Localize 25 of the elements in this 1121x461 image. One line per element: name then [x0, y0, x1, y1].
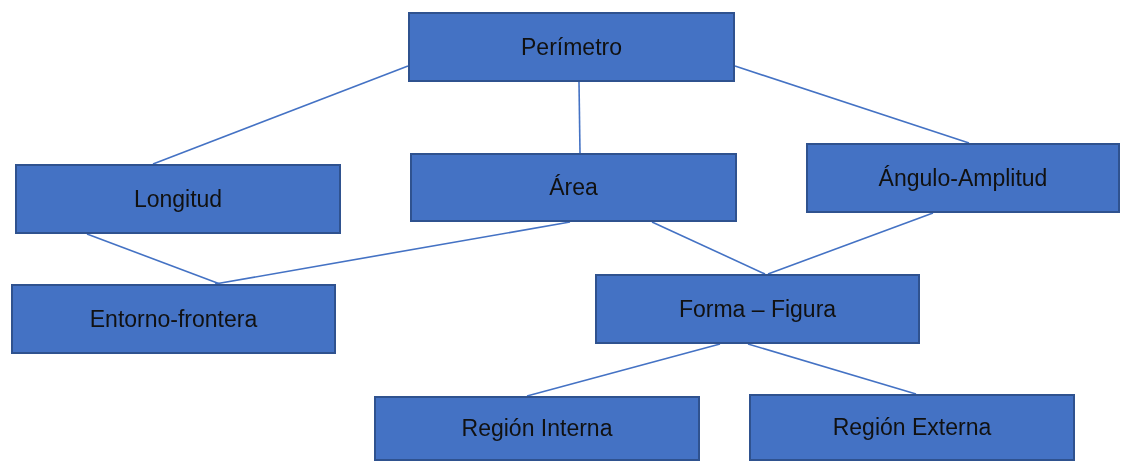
- box-label: Región Externa: [832, 414, 992, 441]
- concept-box: [806, 143, 1120, 213]
- connector-line: [747, 343, 917, 395]
- concept-box: [595, 274, 920, 344]
- box-label: Longitud: [133, 185, 223, 213]
- connector-line: [526, 343, 721, 397]
- concept-box: [408, 12, 735, 82]
- box-label: Forma – Figura: [678, 295, 837, 323]
- connector-line: [578, 81, 581, 154]
- box-label: Ángulo-Amplitud: [878, 164, 1048, 192]
- connector-line: [214, 221, 571, 285]
- box-label: Área: [549, 174, 598, 201]
- concept-box: [374, 396, 700, 461]
- concept-box: [749, 394, 1075, 461]
- box-label: Perímetro: [521, 33, 622, 61]
- connector-line: [767, 212, 934, 275]
- concept-box: [410, 153, 737, 222]
- connector-line: [86, 233, 221, 285]
- concept-box: [11, 284, 336, 354]
- box-label: Entorno-frontera: [89, 305, 258, 333]
- connector-line: [152, 65, 409, 165]
- box-label: Región Interna: [461, 415, 613, 442]
- concept-box: [15, 164, 341, 234]
- connector-line: [651, 221, 766, 275]
- connector-line: [734, 65, 970, 144]
